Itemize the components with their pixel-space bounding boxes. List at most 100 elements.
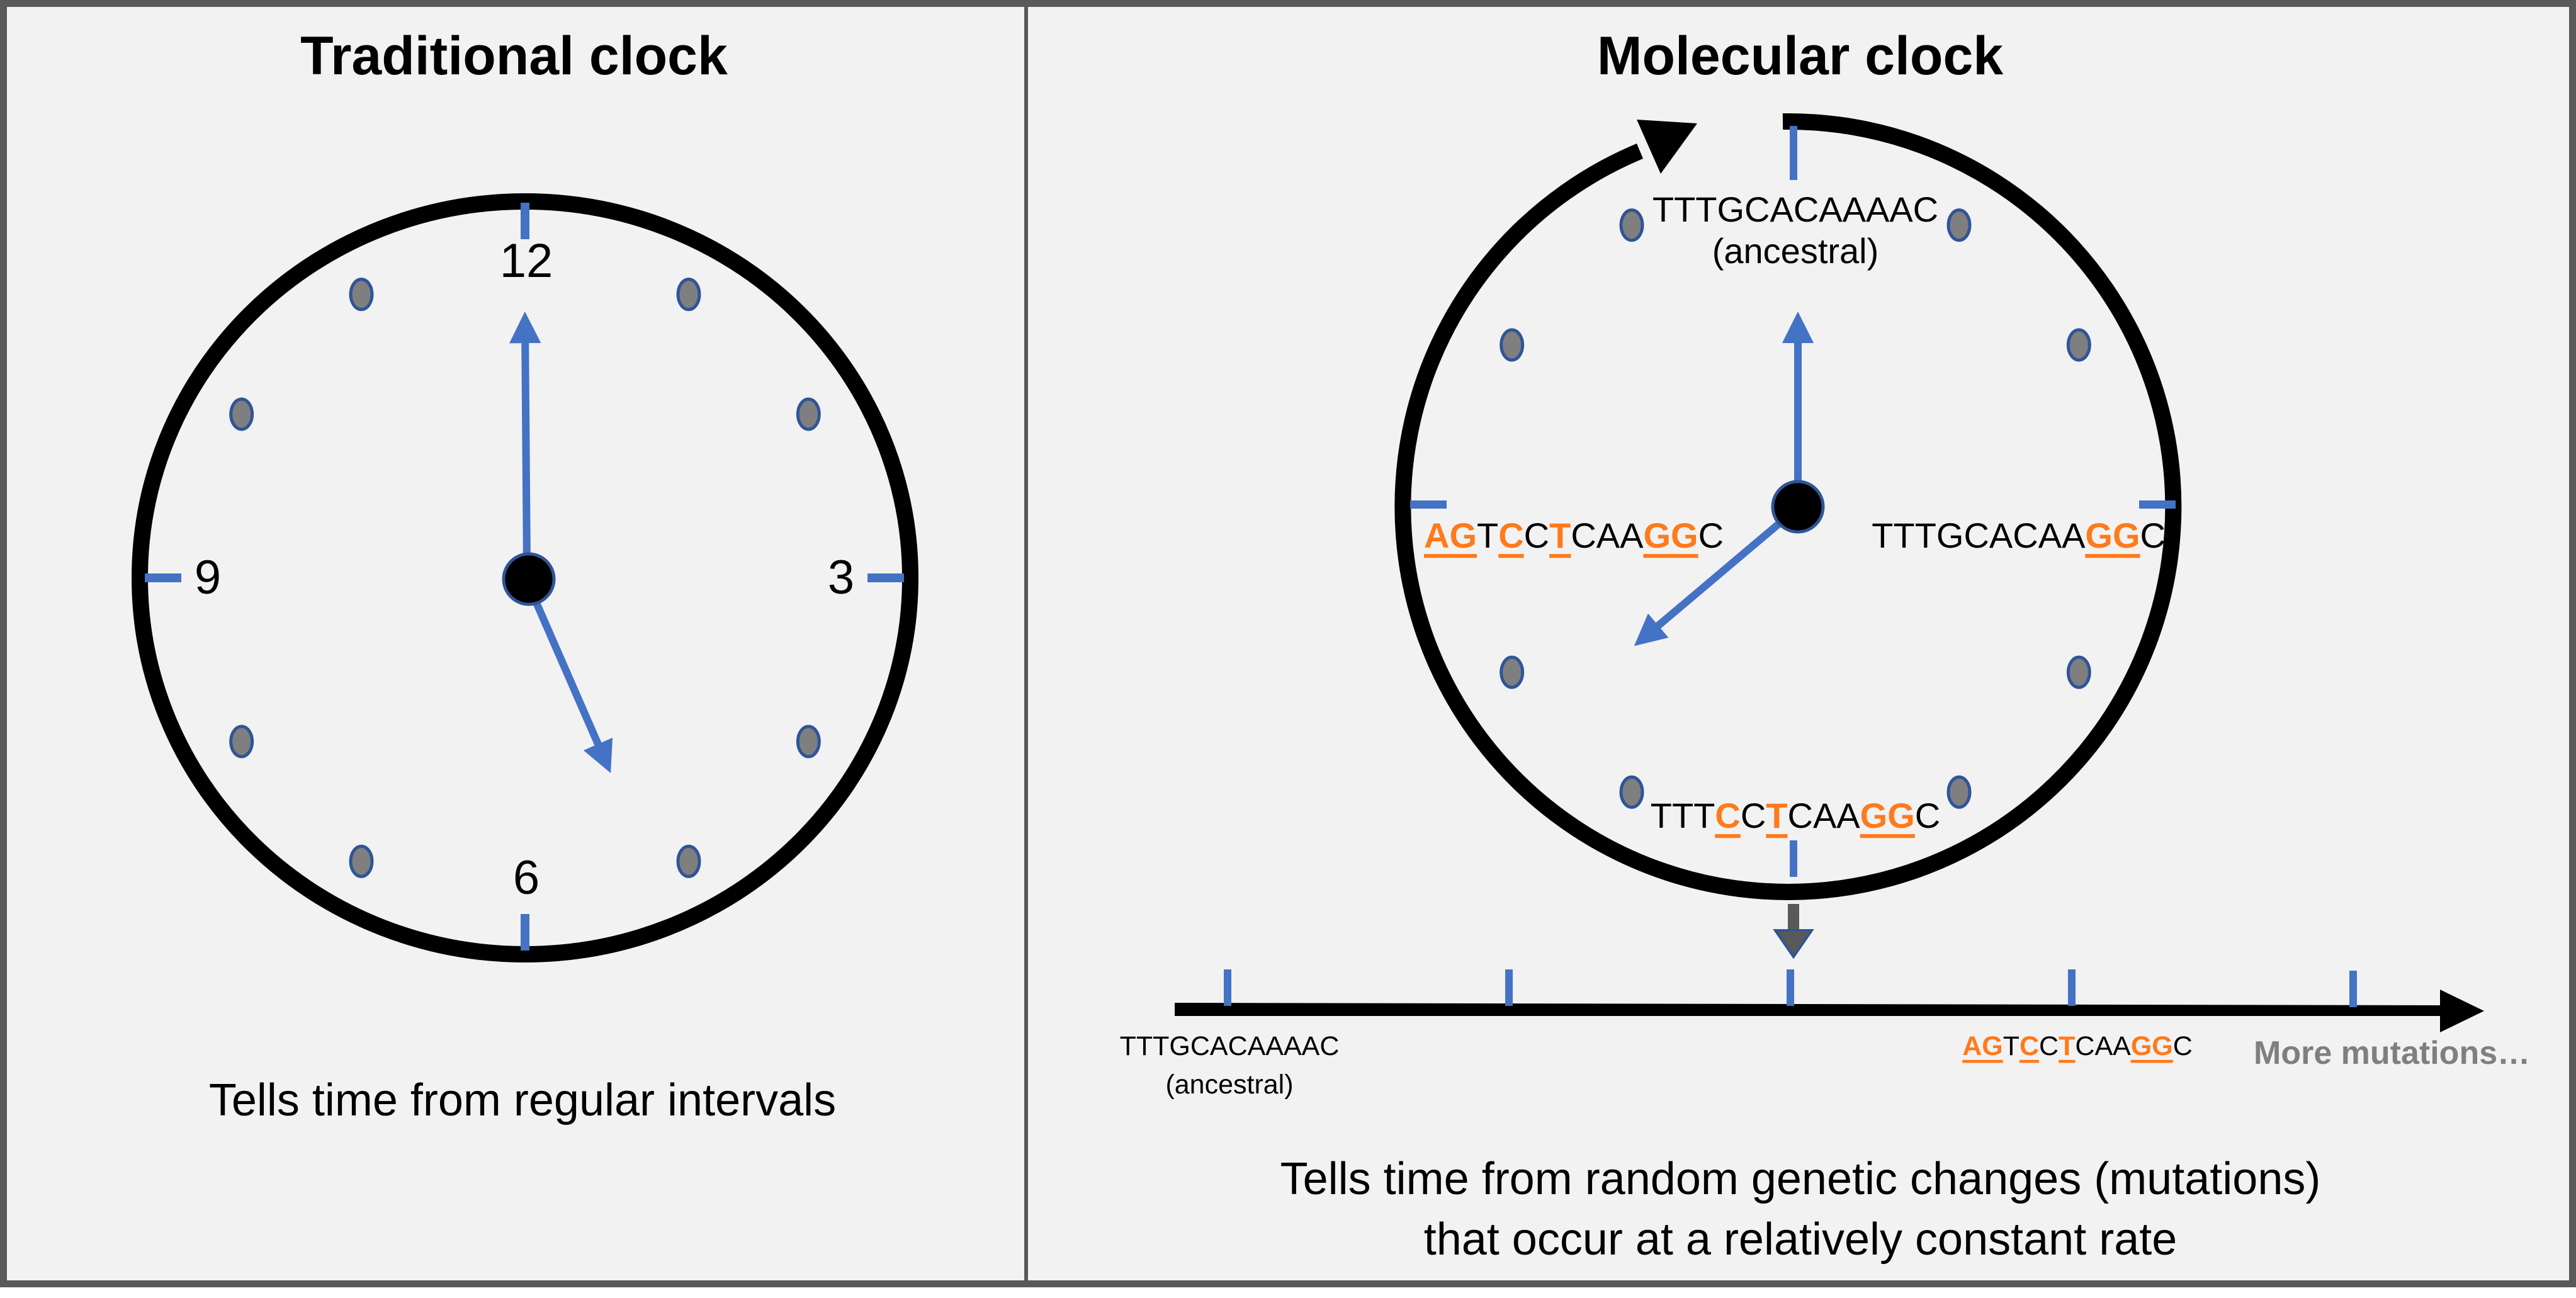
base: C xyxy=(2173,1031,2193,1061)
mutated-base: C xyxy=(2020,1031,2039,1061)
hour-dot-5 xyxy=(1946,775,1972,809)
timeline-tick xyxy=(1787,969,1794,1006)
hour-dot-2 xyxy=(796,397,821,431)
mutation-underline xyxy=(1962,1059,2003,1063)
base: CAA xyxy=(1788,796,1861,835)
timeline-tick xyxy=(2068,969,2076,1006)
tick-12 xyxy=(521,203,529,239)
base: TTT xyxy=(1651,796,1715,835)
tick-9 xyxy=(145,573,181,582)
timeline-later-sequence: AGTCCTCAAGGC xyxy=(1962,1031,2193,1063)
molecular-clock-panel xyxy=(1024,0,2576,1287)
mutation-underline xyxy=(2019,1059,2040,1063)
base: C xyxy=(1741,796,1766,835)
base: C xyxy=(2039,1031,2059,1061)
tick-6 xyxy=(521,914,529,951)
mutation-underline xyxy=(1424,554,1477,558)
mutated-base: GG xyxy=(2131,1031,2173,1061)
base: C xyxy=(1698,516,1724,555)
mutated-base: AG xyxy=(1424,516,1477,555)
clock-ring-arrow xyxy=(1394,113,2182,900)
base: T xyxy=(2003,1031,2020,1061)
numeral-6: 6 xyxy=(513,851,539,905)
clock-center-pivot xyxy=(1771,480,1825,534)
sequence-text: AGTCCTCAAGGC xyxy=(1962,1031,2193,1061)
timeline: TTTGCACAAAAC (ancestral) AGTCCTCAAGGC xyxy=(1120,969,2484,1100)
sequence-label-3oclock: TTTGCACAAGGC xyxy=(1872,516,2166,558)
numeral-3: 3 xyxy=(828,551,854,604)
hour-dot-7 xyxy=(349,844,374,878)
clock-hand-long xyxy=(509,311,541,567)
base: CAA xyxy=(2075,1031,2131,1061)
more-mutations-label: More mutations… xyxy=(2254,1035,2531,1071)
timeline-tick xyxy=(1224,969,1231,1006)
sequence-label-6oclock: TTTCCTCAAGGC xyxy=(1651,796,1940,838)
hour-dot-2 xyxy=(2066,328,2091,362)
timeline-tick xyxy=(1505,969,1513,1006)
hour-dots xyxy=(1500,208,2091,809)
molecular-clock-title: Molecular clock xyxy=(1596,26,2004,86)
mutation-underline xyxy=(1498,554,1524,558)
mutated-base: GG xyxy=(2085,516,2140,555)
sequence-text: TTTGCACAAGGC xyxy=(1872,516,2166,555)
traditional-clock-caption: Tells time from regular intervals xyxy=(208,1075,837,1126)
hour-dot-4 xyxy=(2066,655,2091,689)
mutated-base: C xyxy=(1498,516,1523,555)
numeral-12: 12 xyxy=(500,234,553,288)
hour-dot-4 xyxy=(796,725,821,759)
hour-dot-7 xyxy=(1619,775,1644,809)
mutated-base: C xyxy=(1715,796,1740,835)
hour-dot-5 xyxy=(676,844,701,878)
tick-9 xyxy=(1410,500,1447,509)
mutated-base: GG xyxy=(1644,516,1698,555)
base: TTTGCACAA xyxy=(1872,516,2086,555)
tick-12 xyxy=(1790,126,1797,180)
ring-arrowhead-icon xyxy=(1637,120,1697,174)
mutation-underline xyxy=(1766,834,1788,838)
mutation-underline xyxy=(1643,554,1698,558)
sequence-text: TTTCCTCAAGGC xyxy=(1651,796,1940,835)
clock-center-pivot xyxy=(502,552,556,606)
mutation-underline xyxy=(1860,834,1915,838)
clock-ring xyxy=(132,193,918,962)
hour-dots xyxy=(229,278,821,878)
clock-hand-short xyxy=(1634,513,1790,646)
mutated-base: AG xyxy=(1962,1031,2003,1061)
down-arrow-icon xyxy=(1773,904,1814,959)
hour-dot-1 xyxy=(1946,208,1972,242)
mutated-base: T xyxy=(2059,1031,2075,1061)
mutation-underline xyxy=(1715,834,1741,838)
molecular-clock-caption: Tells time from random genetic changes (… xyxy=(1070,1149,2531,1270)
caption-line-1: Tells time from random genetic changes (… xyxy=(1280,1154,2321,1204)
tick-6 xyxy=(1790,840,1797,877)
mutation-underline xyxy=(2085,554,2140,558)
traditional-clock-title: Traditional clock xyxy=(300,26,728,86)
mutated-base: T xyxy=(1766,796,1787,835)
hour-dot-1 xyxy=(676,278,701,312)
timeline-ticks xyxy=(1224,969,2357,1007)
traditional-clock: 12 3 6 9 xyxy=(132,193,918,962)
timeline-tick xyxy=(2349,971,2357,1007)
base: C xyxy=(2140,516,2166,555)
base: C xyxy=(1915,796,1940,835)
sequence-text: AGTCCTCAAGGC xyxy=(1424,516,1724,555)
molecular-clock: TTTGCACAAAAC (ancestral) TTTGCACAAGGC TT… xyxy=(1394,113,2182,900)
traditional-clock-panel xyxy=(0,0,1028,1287)
mutation-underline xyxy=(2130,1059,2173,1063)
sequence-label-9oclock: AGTCCTCAAGGC xyxy=(1424,516,1724,558)
tick-3 xyxy=(867,573,904,582)
hour-dot-8 xyxy=(229,725,254,759)
mutation-underline xyxy=(2059,1059,2076,1063)
base: C xyxy=(1524,516,1549,555)
caption-line-2: that occur at a relatively constant rate xyxy=(1423,1214,2178,1265)
numeral-9: 9 xyxy=(195,551,221,604)
hour-dot-11 xyxy=(1619,208,1644,242)
clock-hand-short xyxy=(525,584,613,774)
ancestral-note: (ancestral) xyxy=(1712,231,1879,271)
hour-dot-10 xyxy=(1500,328,1525,362)
timeline-start-note: (ancestral) xyxy=(1165,1069,1293,1100)
mutation-underline xyxy=(1549,554,1571,558)
base: T xyxy=(1477,516,1498,555)
